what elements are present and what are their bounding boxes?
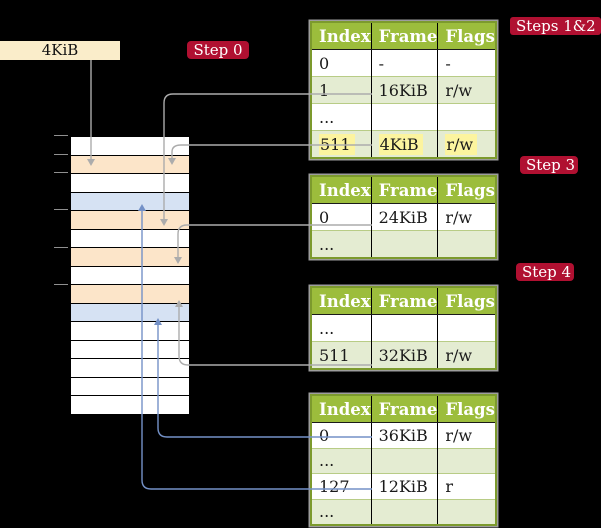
- cell-frame: [371, 230, 439, 258]
- page-table-level1: Index Frame Flags 0 36KiB r/w ... 127 12…: [310, 394, 497, 526]
- memory-row-5-free: [71, 228, 189, 248]
- memory-row-6-table: [71, 247, 189, 266]
- cell-flags: r/w: [445, 207, 473, 227]
- table-row: 0 24KiB r/w: [311, 203, 496, 231]
- highlighted-value: 4KiB: [378, 133, 423, 155]
- cell-frame: 36KiB: [371, 422, 439, 448]
- table-header-row: Index Frame Flags: [311, 22, 496, 50]
- cell-index: ...: [311, 230, 372, 258]
- memory-address-tick: [54, 246, 68, 248]
- memory-address-tick: [54, 153, 68, 155]
- cell-frame: 16KiB: [371, 76, 439, 104]
- header-flags: Flags: [437, 287, 496, 315]
- table-row: ...: [311, 314, 496, 342]
- table-row: 0 36KiB r/w: [311, 422, 496, 448]
- memory-row-8-table: [71, 284, 189, 303]
- cell-frame: -: [371, 49, 439, 77]
- cell-index: ...: [311, 314, 372, 342]
- table-row: ...: [311, 498, 496, 525]
- header-flags: Flags: [437, 22, 496, 50]
- cell-frame: 32KiB: [371, 341, 439, 369]
- table-row: 0 - -: [311, 49, 496, 77]
- memory-row-9-page: [71, 302, 189, 322]
- cell-flags: [437, 230, 496, 258]
- header-flags: Flags: [437, 395, 496, 423]
- cell-index: 0: [311, 203, 372, 231]
- cell-index: 511: [311, 130, 372, 158]
- cell-index: 0: [311, 422, 372, 448]
- steps-1-2-badge: Steps 1&2: [510, 17, 601, 35]
- memory-row-1-table: [71, 154, 189, 174]
- page-table-level2: Index Frame Flags ... 511 32KiB r/w: [310, 286, 497, 370]
- cell-index: 511: [311, 341, 372, 369]
- header-index: Index: [311, 395, 372, 423]
- cell-flags: r/w: [445, 425, 473, 445]
- memory-address-tick: [54, 172, 68, 174]
- header-index: Index: [311, 22, 372, 50]
- cell-index: 0: [311, 49, 372, 77]
- table-row: ...: [311, 230, 496, 258]
- header-frame: Frame: [371, 287, 439, 315]
- cell-index: ...: [311, 498, 372, 525]
- cell-flags: r/w: [437, 130, 496, 158]
- cell-flags: [437, 447, 496, 474]
- cell-frame: [371, 447, 439, 474]
- highlighted-value: 511: [319, 133, 355, 155]
- cell-flags: r/w: [437, 76, 496, 104]
- memory-row-3-page: [71, 191, 189, 211]
- cell-frame: [371, 498, 439, 525]
- page-table-level3: Index Frame Flags 0 24KiB r/w ...: [310, 175, 497, 259]
- table-header-row: Index Frame Flags: [311, 395, 496, 423]
- memory-row-12-free: [71, 358, 189, 377]
- header-index: Index: [311, 176, 372, 204]
- cell-flags: r: [437, 473, 496, 499]
- header-flags: Flags: [437, 176, 496, 204]
- cell-frame: 12KiB: [371, 473, 439, 499]
- cell-index: ...: [311, 447, 372, 474]
- cell-index: 1: [311, 76, 372, 104]
- table-row: ...: [311, 447, 496, 474]
- table-row: 127 12KiB r: [311, 473, 496, 499]
- cell-flags: [438, 315, 496, 342]
- cell-frame: [371, 314, 439, 342]
- memory-address-tick: [54, 135, 68, 136]
- highlighted-value: r/w: [445, 133, 478, 155]
- cell-index: 127: [311, 473, 372, 499]
- table-row: 511 32KiB r/w: [311, 341, 496, 369]
- memory-row-4-table: [71, 210, 189, 229]
- cell-frame: 24KiB: [371, 203, 439, 231]
- step3-badge: Step 3: [520, 156, 578, 174]
- frame-address-box: 4KiB: [0, 41, 120, 60]
- cell-flags: r/w: [437, 341, 496, 369]
- cell-flags: -: [445, 53, 451, 73]
- memory-address-tick: [54, 283, 68, 285]
- cell-frame: 4KiB: [371, 130, 439, 158]
- page-table-level4: Index Frame Flags 0 - - 1 16KiB r/w ... …: [310, 21, 497, 159]
- header-frame: Frame: [371, 395, 439, 423]
- table-row: ...: [311, 103, 496, 131]
- header-index: Index: [311, 287, 372, 315]
- cell-index: ...: [311, 103, 372, 131]
- cell-frame: [371, 103, 439, 131]
- physical-memory-column: [70, 136, 190, 415]
- table-row: 1 16KiB r/w: [311, 76, 496, 104]
- table-header-row: Index Frame Flags: [311, 287, 496, 315]
- memory-row-2-free: [71, 173, 189, 192]
- memory-row-14-free: [71, 395, 189, 414]
- memory-row-11-free: [71, 339, 189, 359]
- memory-row-13-free: [71, 376, 189, 396]
- table-row-recursive-entry: 511 4KiB r/w: [311, 130, 496, 158]
- header-frame: Frame: [371, 22, 439, 50]
- memory-row-7-free: [71, 265, 189, 285]
- header-frame: Frame: [371, 176, 439, 204]
- table-header-row: Index Frame Flags: [311, 176, 496, 204]
- cell-flags: [437, 103, 496, 131]
- step4-badge: Step 4: [516, 263, 574, 281]
- cell-flags: [437, 498, 496, 525]
- step0-badge: Step 0: [187, 41, 249, 59]
- memory-address-tick: [54, 209, 68, 211]
- memory-row-0-free: [71, 137, 189, 155]
- memory-row-10-free: [71, 321, 189, 340]
